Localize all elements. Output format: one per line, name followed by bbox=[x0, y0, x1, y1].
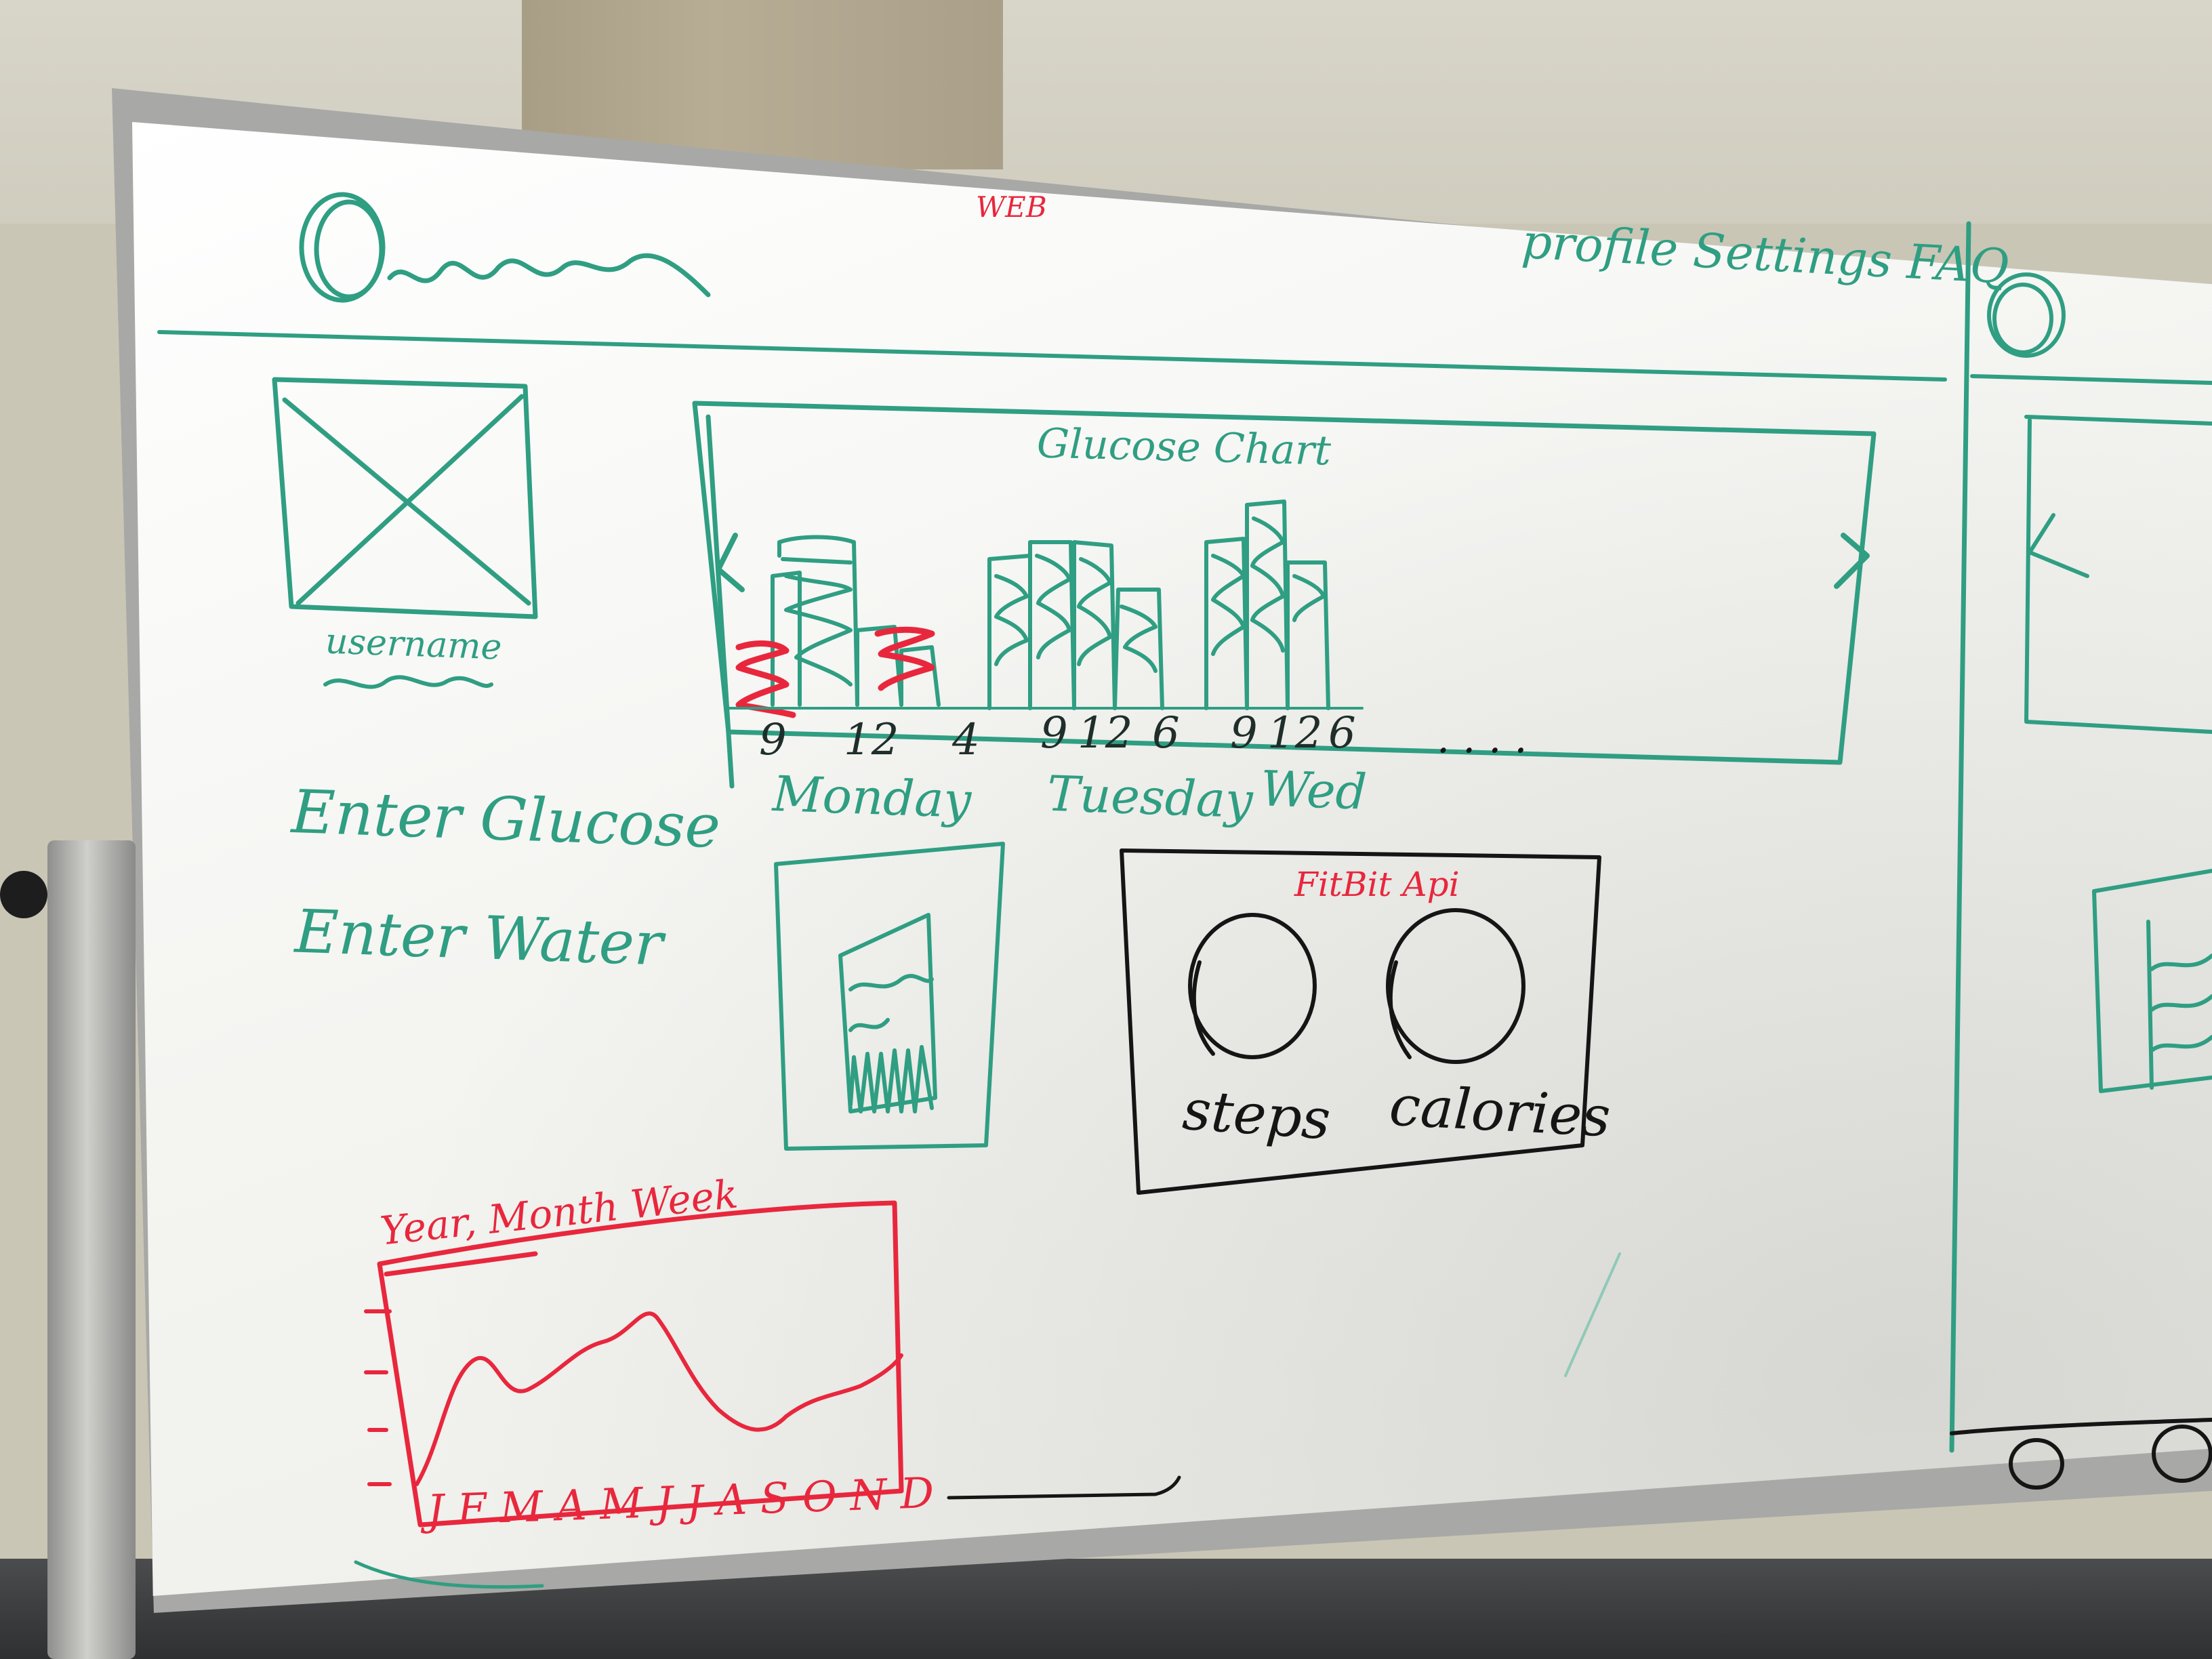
whiteboard-shading bbox=[132, 122, 2212, 1596]
steps-circle-icon bbox=[1188, 913, 1317, 1059]
wednesday-bars bbox=[1204, 499, 1330, 710]
username-underline-squiggle bbox=[323, 675, 493, 689]
glucose-chart-title: Glucose Chart bbox=[1036, 419, 1332, 475]
tick-label: 6 bbox=[1152, 708, 1180, 758]
glucose-chart-frame bbox=[692, 401, 1877, 789]
steps-label: steps bbox=[1180, 1078, 1333, 1153]
bottom-right-circles bbox=[1950, 1418, 2212, 1490]
calories-label: calories bbox=[1387, 1073, 1612, 1150]
right-panel-chart-frame bbox=[2024, 415, 2212, 734]
right-panel-divider bbox=[1949, 221, 1971, 1453]
monday-red-bars bbox=[735, 626, 935, 718]
right-logo-circle-icon bbox=[1987, 272, 2066, 358]
monday-bars bbox=[771, 535, 941, 707]
tuesday-bars bbox=[987, 540, 1164, 710]
tick-label: 9 bbox=[1040, 708, 1068, 758]
enter-water-link[interactable]: Enter Water bbox=[293, 896, 664, 979]
username-label: username bbox=[325, 621, 503, 668]
day-label-monday: Monday bbox=[771, 764, 972, 830]
day-label-wed: Wed bbox=[1259, 760, 1368, 821]
year-chart-line bbox=[415, 1311, 903, 1486]
fitbit-panel-frame bbox=[1120, 848, 1601, 1195]
tick-label: 6 bbox=[1328, 708, 1356, 758]
tick-label: 12 bbox=[844, 715, 899, 765]
year-chart-baseline bbox=[354, 1560, 544, 1589]
chart-continuation-dots: . . . . bbox=[1437, 715, 1528, 762]
chevron-left-icon bbox=[716, 533, 745, 592]
black-underline-stroke bbox=[947, 1475, 1181, 1500]
logo-wordmark-scribble bbox=[387, 253, 711, 298]
year-chart-title-underline bbox=[384, 1251, 538, 1277]
header-divider bbox=[157, 330, 1947, 382]
tick-label: 9 bbox=[1230, 708, 1258, 758]
enter-glucose-link[interactable]: Enter Glucose bbox=[290, 776, 722, 862]
right-panel-water-glass-icon bbox=[2092, 869, 2212, 1093]
fitbit-title: FitBit Api bbox=[1294, 865, 1460, 904]
year-chart-ticks bbox=[364, 1309, 392, 1486]
chevron-right-icon bbox=[1834, 533, 1870, 589]
water-glass-icon bbox=[774, 842, 1005, 1151]
year-chart-frame bbox=[377, 1200, 904, 1528]
stand-knob bbox=[0, 871, 47, 918]
tick-label: 12 bbox=[1078, 708, 1133, 758]
tick-label: 12 bbox=[1267, 708, 1323, 758]
right-panel-header-line bbox=[1970, 374, 2212, 385]
web-label: WEB bbox=[976, 190, 1047, 224]
day-label-tuesday: Tuesday bbox=[1046, 764, 1254, 830]
logo-circle-icon bbox=[299, 192, 386, 303]
calories-circle-icon bbox=[1386, 908, 1525, 1064]
whiteboard-stand bbox=[47, 840, 136, 1659]
whiteboard bbox=[132, 122, 2212, 1596]
tick-label: 9 bbox=[759, 715, 787, 765]
faint-teal-stroke bbox=[1564, 1252, 1621, 1377]
profile-image-placeholder bbox=[272, 377, 538, 619]
tick-label: 4 bbox=[952, 715, 980, 765]
